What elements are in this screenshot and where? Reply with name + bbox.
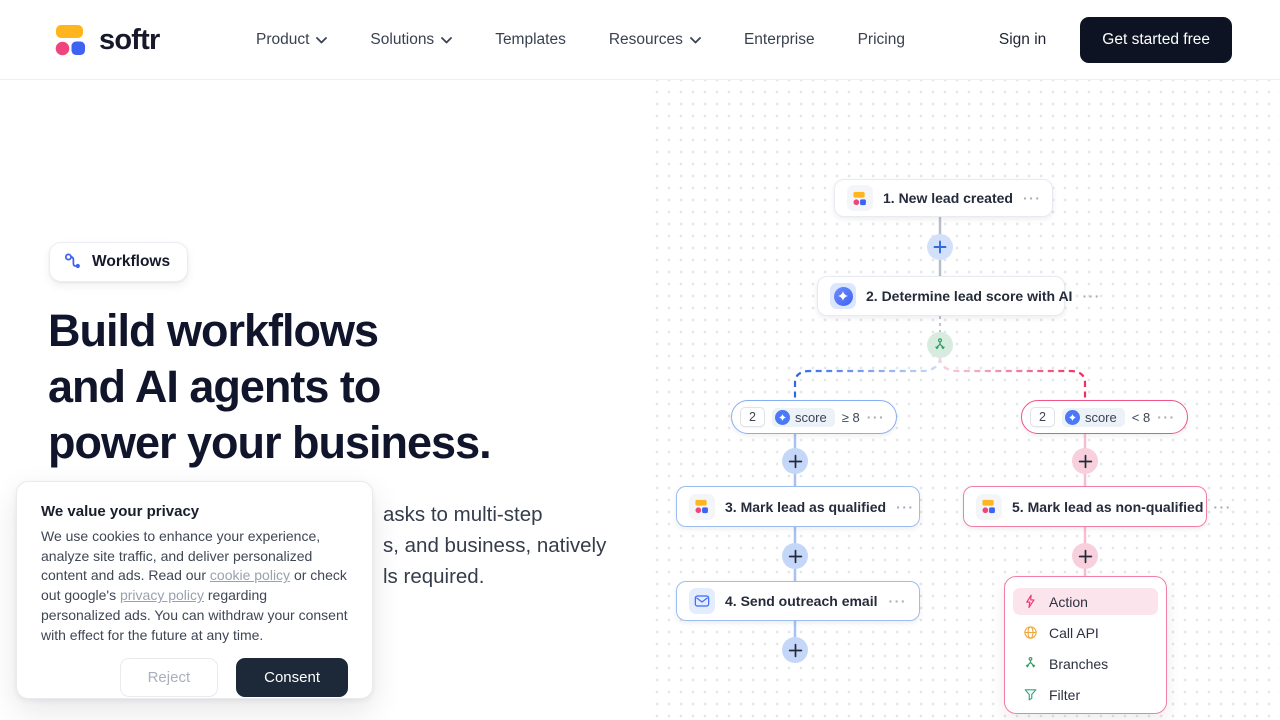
nav-item-enterprise[interactable]: Enterprise (743, 31, 815, 48)
softr-app-icon (847, 185, 873, 211)
plus-icon (1078, 549, 1092, 563)
condition-options-icon[interactable]: ··· (866, 409, 886, 425)
node-options-icon[interactable]: ··· (896, 498, 915, 515)
node-options-icon[interactable]: ··· (1082, 288, 1101, 304)
cookie-policy-link[interactable]: cookie policy (209, 567, 291, 584)
workflows-badge: Workflows (49, 242, 189, 282)
workflow-icon (64, 253, 80, 269)
menu-item-filter[interactable]: Filter (1013, 681, 1158, 708)
consent-button[interactable]: Consent (236, 658, 348, 698)
get-started-button[interactable]: Get started free (1080, 17, 1232, 63)
hero-title: Build workflows and AI agents to power y… (48, 305, 492, 468)
workflow-node-new-lead[interactable]: 1. New lead created ··· (834, 179, 1053, 217)
condition-field-label: score (1084, 409, 1117, 425)
nav-item-resources[interactable]: Resources (609, 31, 701, 49)
condition-field-chip: score (1061, 407, 1125, 427)
menu-item-action[interactable]: Action (1013, 588, 1158, 615)
add-step-button[interactable] (1072, 448, 1098, 474)
email-icon (689, 588, 715, 614)
node-label: 3. Mark lead as qualified (725, 498, 887, 515)
plus-icon (933, 240, 947, 254)
chevron-down-icon (690, 36, 701, 43)
cookie-body: We use cookies to enhance your experienc… (41, 528, 348, 643)
node-options-icon[interactable]: ··· (1022, 190, 1042, 206)
ai-sparkle-icon (1064, 409, 1080, 425)
condition-score-gte-8[interactable]: 2 score ≥ 8 ··· (731, 400, 898, 434)
softr-wordmark: softr (99, 23, 160, 56)
add-step-button[interactable] (782, 543, 808, 569)
workflow-node-ai-score[interactable]: 2. Determine lead score with AI ··· (817, 276, 1099, 316)
add-step-button[interactable] (1072, 543, 1098, 569)
nav-item-templates[interactable]: Templates (495, 31, 566, 48)
softr-app-icon (689, 493, 715, 520)
softr-logo-icon (55, 25, 85, 56)
chevron-down-icon (441, 36, 453, 43)
node-label: 4. Send outreach email (725, 593, 878, 609)
condition-options-icon[interactable]: ··· (1157, 409, 1176, 425)
node-label: 5. Mark lead as non-qualified (1012, 498, 1204, 515)
filter-icon (1024, 689, 1037, 701)
plus-icon (788, 454, 802, 468)
nav-right-group: Sign in Get started free (999, 0, 1232, 80)
branches-icon (1025, 656, 1036, 668)
add-step-button[interactable] (782, 448, 808, 474)
plus-icon (1078, 454, 1092, 468)
condition-operator: ≥ 8 (841, 409, 860, 425)
node-options-icon[interactable]: ··· (888, 593, 907, 609)
softr-app-icon (976, 493, 1002, 520)
ai-sparkle-icon (774, 409, 790, 425)
reject-button[interactable]: Reject (119, 658, 219, 698)
plus-icon (788, 549, 802, 563)
softr-logo[interactable]: softr (48, 22, 160, 58)
menu-item-call-api[interactable]: Call API (1013, 619, 1158, 646)
zap-icon (1026, 594, 1035, 609)
condition-step-chip: 2 (1030, 407, 1055, 427)
privacy-policy-link[interactable]: privacy policy (119, 587, 204, 604)
cookie-actions: Reject Consent (41, 658, 348, 698)
plus-icon (788, 643, 802, 657)
branch-split-icon (927, 332, 953, 358)
node-label: 2. Determine lead score with AI (866, 288, 1073, 304)
badge-label: Workflows (92, 253, 171, 270)
node-options-icon[interactable]: ··· (1213, 498, 1232, 515)
sign-in-link[interactable]: Sign in (998, 31, 1047, 48)
main-nav: Product Solutions Templates Resources En… (256, 0, 905, 80)
condition-field-chip: score (771, 407, 835, 427)
cookie-title: We value your privacy (41, 503, 200, 520)
menu-item-branches[interactable]: Branches (1013, 650, 1158, 677)
condition-field-label: score (794, 409, 827, 425)
add-step-menu: Action Call API Branches Filter (1004, 576, 1167, 714)
workflow-node-mark-qualified[interactable]: 3. Mark lead as qualified ··· (676, 486, 920, 527)
globe-icon (1024, 626, 1037, 639)
chevron-down-icon (316, 36, 328, 43)
add-step-button[interactable] (782, 637, 808, 663)
ai-icon (830, 283, 856, 309)
hero-subtitle: asks to multi-step s, and business, nati… (383, 503, 607, 588)
condition-score-lt-8[interactable]: 2 score < 8 ··· (1021, 400, 1188, 434)
condition-step-chip: 2 (740, 407, 765, 427)
top-navigation: softr Product Solutions Templates Resour… (0, 0, 1280, 80)
workflow-node-send-email[interactable]: 4. Send outreach email ··· (676, 581, 920, 621)
nav-item-pricing[interactable]: Pricing (857, 31, 905, 48)
nav-item-solutions[interactable]: Solutions (370, 31, 453, 49)
nav-item-product[interactable]: Product (256, 31, 328, 49)
condition-operator: < 8 (1131, 409, 1151, 425)
cookie-consent-dialog: We value your privacy We use cookies to … (16, 481, 373, 699)
node-label: 1. New lead created (883, 190, 1013, 206)
workflow-node-mark-non-qualified[interactable]: 5. Mark lead as non-qualified ··· (963, 486, 1230, 527)
add-step-button[interactable] (927, 234, 953, 260)
